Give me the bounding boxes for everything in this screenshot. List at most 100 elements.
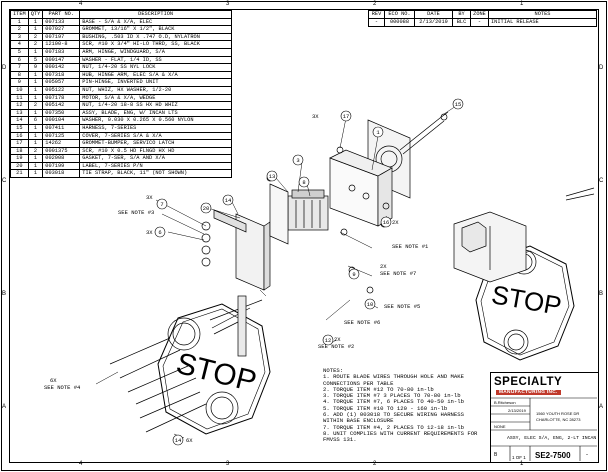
company-logo: SPECIALTY bbox=[494, 376, 563, 388]
callout-9: 9 bbox=[348, 268, 360, 280]
note-line: CONNECTIONS PER TABLE bbox=[323, 379, 394, 387]
zone-bottom-3: 3 bbox=[226, 461, 230, 467]
note-line: WITHIN BASE ENCLOSURE bbox=[323, 417, 394, 425]
svg-text:6: 6 bbox=[158, 229, 161, 236]
zone-top-4: 4 bbox=[79, 1, 83, 7]
sheet-number: 1 OF 1 bbox=[512, 455, 526, 460]
revision-table: REV ECO NO. DATE BY ZONE NOTES - 000088 … bbox=[368, 10, 597, 27]
zone-bottom-2: 2 bbox=[373, 461, 377, 467]
zone-markers-top: 4 3 2 1 bbox=[9, 1, 597, 9]
svg-text:16: 16 bbox=[383, 219, 390, 226]
svg-text:9: 9 bbox=[352, 271, 355, 278]
callout-16: 16 bbox=[380, 216, 392, 228]
zone-left-d: D bbox=[2, 65, 7, 71]
note-line: FMVSS 131. bbox=[323, 436, 357, 444]
zone-top-2: 2 bbox=[373, 1, 377, 7]
note-line: 6. ADD (1) 003018 TO SECURE WIRING HARNE… bbox=[323, 411, 464, 419]
callout-1: 1 bbox=[372, 126, 384, 138]
zone-right-c: C bbox=[599, 178, 604, 184]
motor bbox=[287, 189, 329, 231]
zone-markers-bottom: 4 3 2 1 bbox=[9, 461, 597, 469]
svg-text:13: 13 bbox=[269, 173, 276, 180]
note-ref-5: SEE NOTE #5 bbox=[384, 303, 420, 310]
callout-15: 15 bbox=[452, 98, 464, 110]
finish: NONE bbox=[494, 424, 506, 429]
drawn-by: B.Ritcheson bbox=[494, 400, 516, 405]
note-ref-7: SEE NOTE #7 bbox=[380, 270, 416, 277]
sheet-size: B bbox=[494, 452, 498, 458]
callout-14-bottom: 14 bbox=[172, 434, 184, 446]
title-block bbox=[490, 372, 598, 462]
note-line: 7. TORQUE ITEM #4, 2 PLACES TO 12-18 in-… bbox=[323, 423, 464, 431]
note-line: 2. TORQUE ITEM #12 TO 70-80 in-lb bbox=[323, 385, 434, 393]
qty-2x-c: 2X bbox=[334, 336, 341, 343]
callout-8: 8 bbox=[298, 176, 310, 188]
callout-7: 7 bbox=[156, 198, 168, 210]
note-ref-3: SEE NOTE #3 bbox=[118, 209, 154, 216]
svg-text:1: 1 bbox=[376, 129, 380, 136]
callout-3: 3 bbox=[292, 154, 304, 166]
drawing-notes: NOTES: 1. ROUTE BLADE WIRES THROUGH HOLE… bbox=[323, 367, 478, 444]
bom-description: TIE STRAP, BLACK, 11" (NOT SHOWN) bbox=[79, 169, 232, 179]
zone-left-a: A bbox=[2, 404, 7, 410]
zone-bottom-1: 1 bbox=[520, 461, 524, 467]
revision-level: - bbox=[586, 452, 588, 458]
company-address-1: 1560 YOUTH ROSE DR bbox=[536, 411, 580, 416]
callout-10: 10 bbox=[364, 298, 376, 310]
svg-text:17: 17 bbox=[343, 113, 350, 120]
svg-text:3: 3 bbox=[296, 157, 299, 164]
note-line: 3. TORQUE ITEM #7 3 PLACES TO 70-80 in-l… bbox=[323, 392, 461, 400]
callout-13: 13 bbox=[266, 170, 278, 182]
note-ref-1: SEE NOTE #1 bbox=[392, 243, 429, 250]
svg-text:12: 12 bbox=[325, 337, 332, 344]
bom-item: 21 bbox=[10, 169, 29, 179]
qty-3x-a: 3X bbox=[146, 194, 153, 201]
zone-top-1: 1 bbox=[520, 1, 524, 7]
svg-text:20: 20 bbox=[203, 205, 210, 212]
zone-bottom-4: 4 bbox=[79, 461, 83, 467]
callout-20: 20 bbox=[200, 202, 212, 214]
company-address-2: CHARLOTTE, NC 28273 bbox=[536, 417, 581, 422]
zone-right-a: A bbox=[599, 404, 604, 410]
callout-12: 12 bbox=[322, 334, 334, 346]
zone-right-d: D bbox=[599, 65, 604, 71]
note-line: 8. UNIT COMPLIES WITH CURRENT REQUIREMEN… bbox=[323, 429, 478, 437]
drawing-number: SE2-7500 bbox=[535, 451, 571, 460]
qty-6x-a: 6X bbox=[50, 377, 57, 384]
bom-part-no: 003018 bbox=[42, 169, 81, 179]
note-line: 5. TORQUE ITEM #10 TO 120 - 160 in-lb bbox=[323, 404, 448, 412]
qty-3x-c: 3X bbox=[312, 113, 319, 120]
note-ref-4: SEE NOTE #4 bbox=[44, 384, 81, 391]
callout-14-top: 14 bbox=[222, 194, 234, 206]
zone-markers-right: D C B A bbox=[598, 9, 606, 461]
qty-2x-b: 2X bbox=[380, 263, 387, 270]
revision-row: - 000088 2/13/2019 BLC - INITIAL RELEASE bbox=[368, 18, 597, 27]
svg-text:15: 15 bbox=[455, 101, 462, 108]
notes-title: NOTES: bbox=[323, 367, 344, 374]
svg-text:14: 14 bbox=[175, 437, 182, 444]
note-line: 4. TORQUE ITEM #7, 6 PLACES TO 40-50 in-… bbox=[323, 398, 464, 406]
hinge-arm bbox=[213, 209, 271, 291]
stop-blade-main bbox=[157, 295, 271, 435]
leader-lines bbox=[95, 105, 457, 439]
note-ref-2: SEE NOTE #2 bbox=[318, 343, 354, 350]
drawn-date: 2/13/2019 bbox=[508, 408, 526, 413]
harness-cable bbox=[399, 111, 449, 155]
drawing-title: ASSY, ELEC S/A, ENG, 2-LT INCAN bbox=[507, 436, 597, 441]
revision-notes: INITIAL RELEASE bbox=[488, 18, 597, 27]
zone-right-b: B bbox=[599, 291, 604, 297]
note-ref-6: SEE NOTE #6 bbox=[344, 319, 380, 326]
company-logo-subtitle: MANUFACTURING INC. bbox=[496, 390, 561, 395]
qty-3x-b: 3X bbox=[146, 229, 153, 236]
svg-text:7: 7 bbox=[160, 201, 163, 208]
sheet-border-inner bbox=[9, 9, 599, 463]
zone-top-3: 3 bbox=[226, 1, 230, 7]
note-line: 1. ROUTE BLADE WIRES THROUGH HOLE AND MA… bbox=[323, 373, 464, 381]
revision-header-row: REV ECO NO. DATE BY ZONE NOTES bbox=[368, 10, 597, 19]
